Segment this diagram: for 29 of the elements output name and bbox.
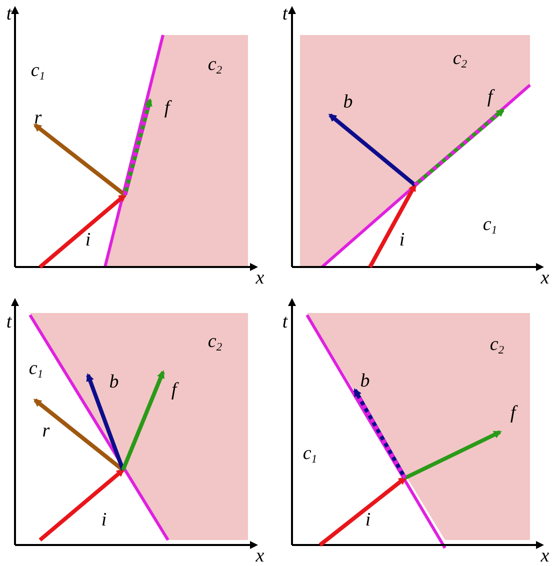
axis-or-region-label: x xyxy=(540,546,550,566)
axis-or-region-label: c$_{1}$ xyxy=(28,359,44,381)
axis-or-region-label: x xyxy=(256,546,264,566)
axis-or-region-label: f xyxy=(510,404,516,422)
axis-or-region-label: c$_{1}$ xyxy=(302,444,318,466)
axis-or-region-label: r xyxy=(34,108,42,128)
axis-or-region-label: b xyxy=(109,372,119,392)
axis-or-region-label: t xyxy=(282,4,288,24)
axis-or-region-label: t xyxy=(6,4,12,24)
axis-or-region-label: i xyxy=(365,510,371,530)
axis-or-region-label: c$_{2}$ xyxy=(452,49,468,71)
axis-or-region-label: b xyxy=(360,372,370,390)
axis-or-region-label: c$_{2}$ xyxy=(208,55,222,77)
axis-or-region-label: c$_{1}$ xyxy=(30,61,46,83)
axis-or-region-label: f xyxy=(164,98,170,118)
axis-or-region-label: i xyxy=(101,510,107,530)
axis-or-region-label: x xyxy=(540,268,550,288)
axis-or-region-label: x xyxy=(256,268,264,288)
axis-or-region-label: c$_{2}$ xyxy=(490,335,504,357)
axis-or-region-label: c$_{1}$ xyxy=(482,215,498,237)
axis-or-region-label: t xyxy=(282,312,288,332)
axis-or-region-label: i xyxy=(399,230,405,250)
axis-or-region-label: f xyxy=(487,88,493,106)
axis-or-region-label: r xyxy=(42,422,50,440)
axis-or-region-label: c$_{2}$ xyxy=(208,332,222,354)
axis-or-region-label: t xyxy=(6,312,12,332)
axis-or-region-label: b xyxy=(343,92,353,112)
axis-or-region-label: f xyxy=(171,380,177,400)
axis-or-region-label: i xyxy=(85,230,91,250)
